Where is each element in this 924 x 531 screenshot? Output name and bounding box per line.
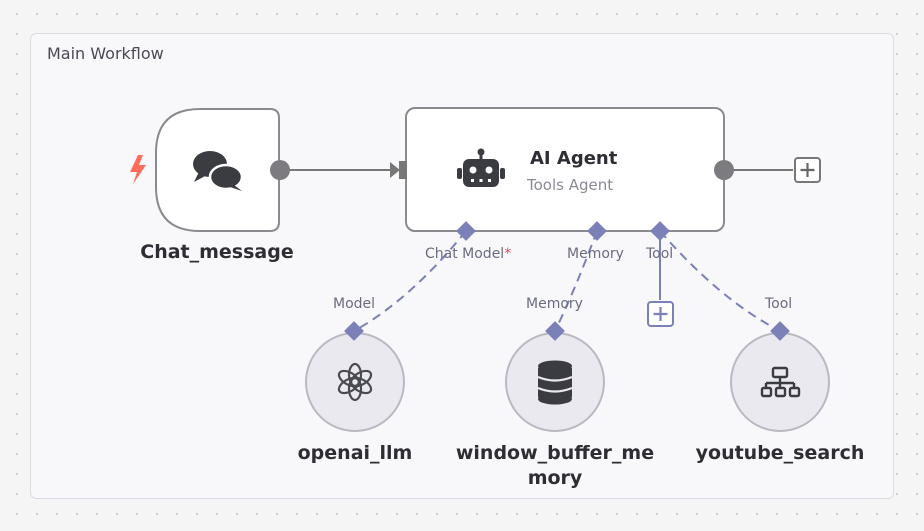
memory-connection[interactable]	[554, 230, 598, 332]
memory-input-port[interactable]	[545, 321, 565, 341]
tool-port-label: Tool	[646, 246, 674, 262]
add-tool-button[interactable]	[647, 301, 674, 327]
chat-message-label: Chat_message	[140, 241, 294, 263]
agent-subtitle: Tools Agent	[526, 176, 613, 194]
agent-input-port[interactable]	[399, 161, 407, 179]
ai-agent-node[interactable]	[405, 107, 725, 232]
chat-model-port-label: Chat Model*	[425, 246, 511, 262]
memory-port-label: Memory	[567, 246, 624, 262]
llm-input-port[interactable]	[344, 321, 364, 341]
openai-icon	[337, 362, 373, 402]
chat-bubbles-icon	[193, 151, 244, 191]
add-next-node-button[interactable]	[794, 157, 821, 183]
chat-model-label-text: Chat Model	[425, 246, 505, 262]
input-arrow-icon	[390, 162, 400, 178]
lightning-bolt-icon	[130, 155, 146, 184]
memory-input-label: Memory	[526, 296, 583, 312]
llm-input-label: Model	[333, 296, 376, 312]
window-buffer-memory-label: window_buffer_me mory	[455, 442, 655, 489]
chat-model-connection[interactable]	[353, 230, 467, 332]
group-title: Main Workflow	[47, 44, 164, 63]
openai-llm-node[interactable]	[305, 332, 405, 432]
openai-llm-label: openai_llm	[297, 442, 413, 464]
network-icon	[760, 366, 801, 398]
chat-model-port[interactable]	[456, 221, 476, 241]
agent-title: AI Agent	[530, 148, 618, 169]
tool-input-label: Tool	[765, 296, 793, 312]
agent-output-port[interactable]	[714, 160, 734, 180]
required-marker: *	[504, 246, 512, 262]
tool-input-port[interactable]	[770, 321, 790, 341]
database-icon	[537, 360, 573, 405]
trigger-output-port[interactable]	[270, 160, 290, 180]
tool-connection[interactable]	[659, 230, 781, 332]
robot-icon	[457, 148, 505, 187]
youtube-search-label: youtube_search	[695, 442, 865, 464]
